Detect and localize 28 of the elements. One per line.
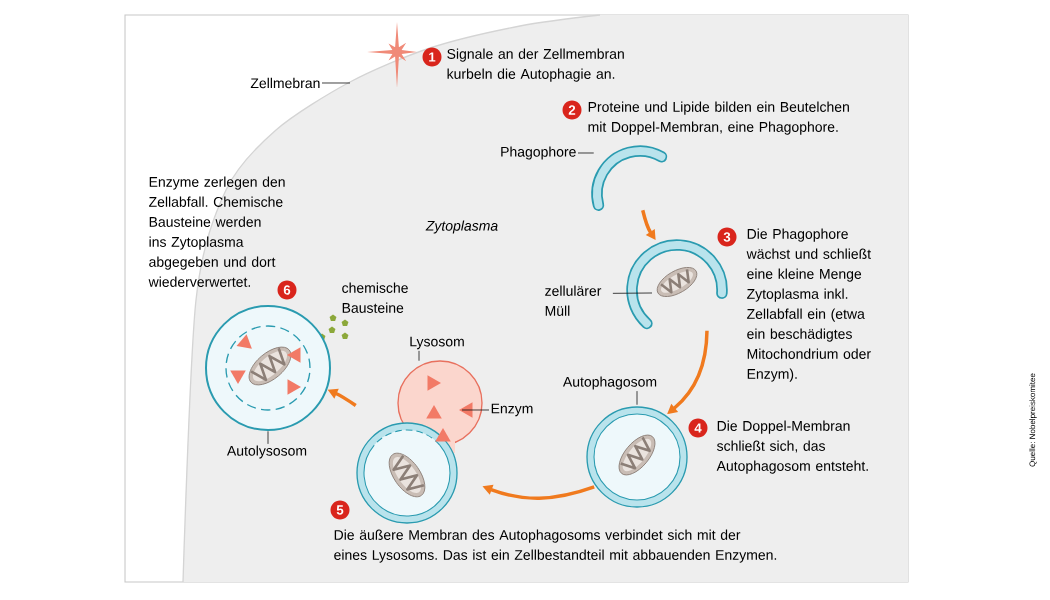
leader-line (577, 152, 595, 154)
leader-line (267, 430, 269, 445)
step-number: 5 (330, 500, 350, 520)
step-number: 6 (277, 280, 297, 300)
part-label: zellulärer Müll (545, 285, 602, 316)
part-label: Phagophore (501, 146, 576, 160)
source-note: Quelle: Nobelpreiskomitee (1029, 373, 1037, 467)
region-label: Zytoplasma (425, 220, 498, 234)
autolysosome-drawing (205, 305, 331, 431)
step-number: 3 (717, 227, 737, 247)
step-number: 2 (562, 100, 582, 120)
lysosome-fusion-drawing (356, 360, 483, 524)
part-label: Lysosom (410, 336, 464, 350)
leader-line (418, 350, 420, 362)
part-label: Enzym (491, 403, 533, 417)
part-label: Autolysosom (226, 445, 307, 459)
leader-line (636, 390, 638, 406)
step-text: Signale an der Zellmembran kurbeln die Autophagie an. (447, 48, 624, 82)
autophagosome-drawing (586, 406, 688, 508)
step-number: 1 (422, 47, 442, 67)
step-text: chemische Bausteine (342, 282, 408, 313)
phagophore-drawing (591, 145, 668, 211)
leader-line (321, 82, 351, 84)
part-label: Zellmebran (250, 77, 320, 89)
step-text: Die äußere Membran des Autophagosoms verbindet sich mit der eines Lysosoms. Das ist ein Zellbestandteil mit abbauenden Enzymen. (334, 529, 777, 563)
leader-line (461, 409, 490, 411)
step-number: 4 (688, 418, 708, 438)
part-label: Autophagosom (562, 376, 657, 390)
